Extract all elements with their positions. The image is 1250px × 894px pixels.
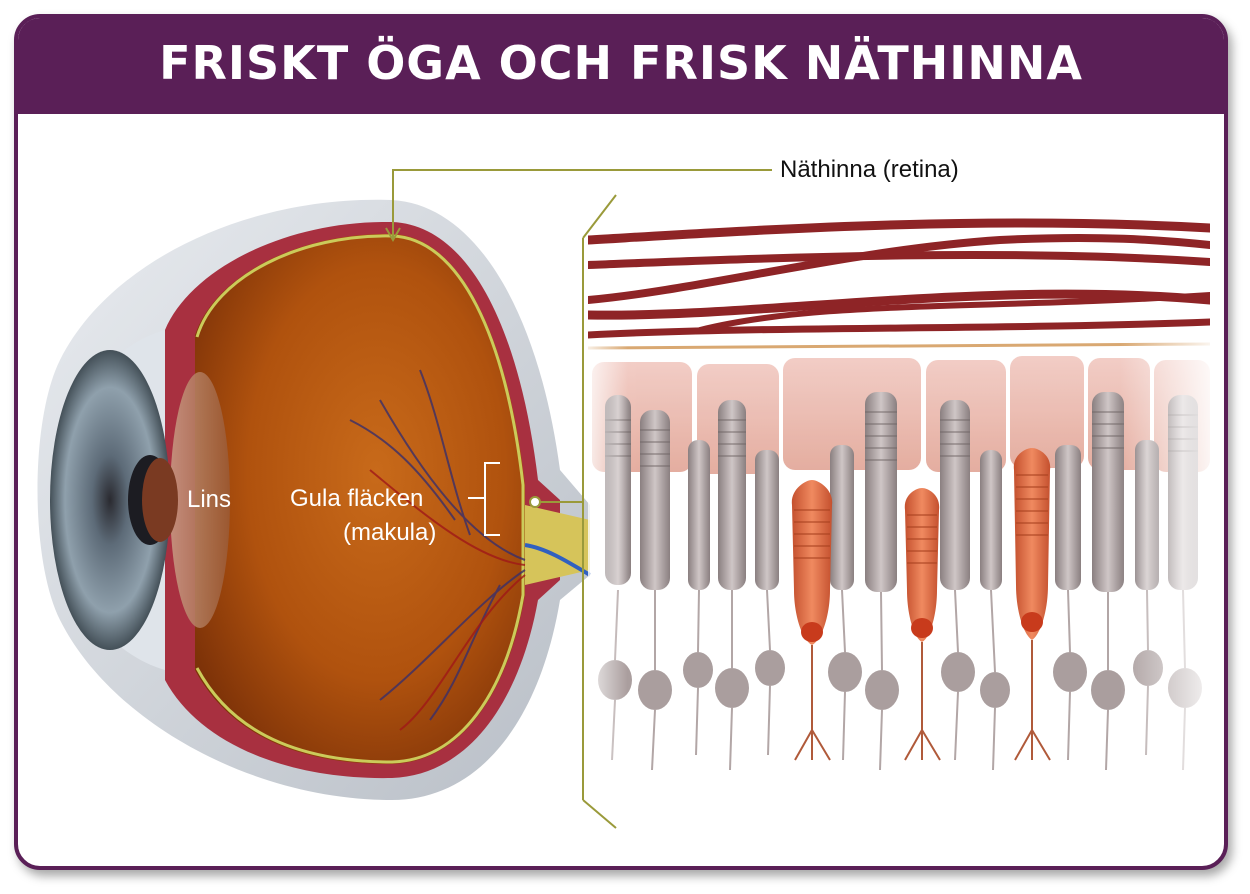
- retina-label: Näthinna (retina): [780, 155, 959, 184]
- retina-cells-illustration: [588, 223, 1212, 800]
- lens-label: Lins: [187, 485, 231, 514]
- macula-marker: [530, 497, 540, 507]
- macula-label-line1: Gula fläcken: [290, 484, 423, 513]
- macula-label-line2: (makula): [343, 518, 436, 547]
